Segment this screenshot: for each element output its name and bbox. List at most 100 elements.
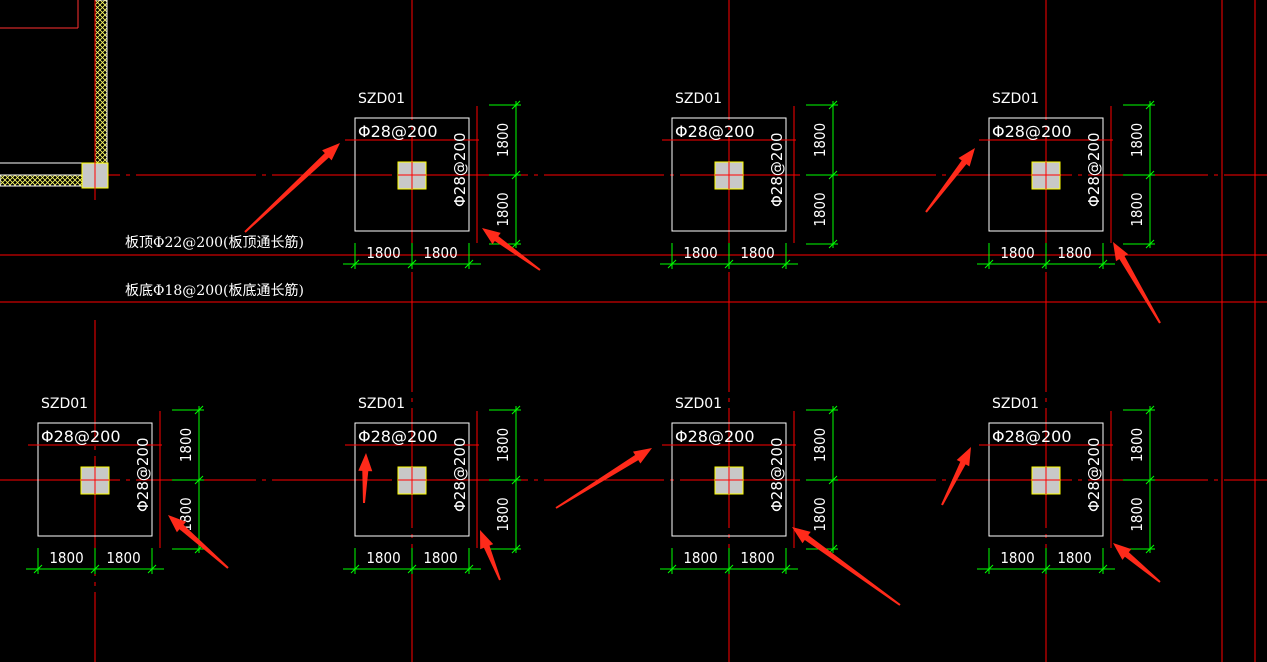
cap-outline	[37, 422, 153, 537]
dim-tick-v	[194, 405, 204, 415]
dim-tick-h	[781, 259, 791, 269]
dim-tick-h	[724, 564, 734, 574]
dim-tick-h	[1041, 259, 1051, 269]
cap-outline	[354, 422, 470, 537]
dim-tick-v	[1145, 239, 1155, 249]
cap-outline	[354, 117, 470, 232]
dim-label-bottom: 1800	[494, 192, 512, 226]
dim-tick-v	[511, 544, 521, 554]
dim-tick-v	[828, 239, 838, 249]
cap-outline	[671, 117, 787, 232]
annotation-arrows	[168, 143, 1161, 606]
dim-tick-v	[511, 405, 521, 415]
cap-outline	[988, 117, 1104, 232]
cap-rebar-h-label: Φ28@200	[41, 427, 121, 446]
dim-label-left: 1800	[683, 244, 717, 262]
dim-label-bottom: 1800	[1128, 192, 1146, 226]
dim-tick-v	[828, 170, 838, 180]
cap-rebar-v-label: Φ28@200	[768, 132, 786, 207]
dim-label-right: 1800	[740, 244, 774, 262]
dim-tick-h	[407, 564, 417, 574]
dim-label-left: 1800	[1000, 244, 1034, 262]
dim-label-top: 1800	[494, 123, 512, 157]
dim-label-top: 1800	[811, 428, 829, 462]
dim-label-right: 1800	[423, 244, 457, 262]
dim-tick-h	[667, 564, 677, 574]
cap-rebar-v-label: Φ28@200	[451, 132, 469, 207]
cap-rebar-v-label: Φ28@200	[768, 437, 786, 512]
dim-tick-h	[33, 564, 43, 574]
cap-rebar-v-label: Φ28@200	[134, 437, 152, 512]
dim-label-right: 1800	[740, 549, 774, 567]
callout-arrow	[555, 448, 652, 509]
dim-tick-v	[828, 100, 838, 110]
dim-tick-v	[511, 170, 521, 180]
dim-label-right: 1800	[106, 549, 140, 567]
dim-tick-h	[781, 564, 791, 574]
dim-tick-h	[464, 259, 474, 269]
callout-arrow	[482, 228, 541, 271]
cap-rebar-h-label: Φ28@200	[358, 122, 438, 141]
cap-rebar-v-label: Φ28@200	[1085, 132, 1103, 207]
dim-tick-h	[147, 564, 157, 574]
dim-tick-h	[1098, 564, 1108, 574]
dim-label-bottom: 1800	[811, 192, 829, 226]
cap-rebar-v-label: Φ28@200	[451, 437, 469, 512]
dim-label-top: 1800	[177, 428, 195, 462]
dim-tick-h	[90, 564, 100, 574]
callout-arrow	[925, 148, 975, 213]
dim-tick-h	[407, 259, 417, 269]
top-rebar-note: 板顶Φ22@200(板顶通长筋)	[125, 234, 304, 251]
dim-label-left: 1800	[683, 549, 717, 567]
dim-tick-v	[1145, 405, 1155, 415]
cap-name-label: SZD01	[41, 396, 88, 412]
dim-label-top: 1800	[811, 123, 829, 157]
bottom-rebar-note: 板底Φ18@200(板底通长筋)	[125, 282, 304, 299]
dim-tick-h	[350, 259, 360, 269]
cap-name-label: SZD01	[358, 396, 405, 412]
dim-tick-v	[511, 475, 521, 485]
dim-label-bottom: 1800	[811, 497, 829, 531]
dim-tick-v	[511, 100, 521, 110]
dim-tick-h	[350, 564, 360, 574]
callout-arrow	[792, 527, 901, 606]
cap-name-label: SZD01	[675, 91, 722, 107]
cap-rebar-v-label: Φ28@200	[1085, 437, 1103, 512]
callout-arrow	[1113, 242, 1161, 324]
wall-element	[0, 0, 109, 200]
cap-name-label: SZD01	[358, 91, 405, 107]
dim-tick-h	[724, 259, 734, 269]
dim-tick-h	[464, 564, 474, 574]
dim-label-right: 1800	[1057, 549, 1091, 567]
cap-name-label: SZD01	[675, 396, 722, 412]
dim-label-top: 1800	[494, 428, 512, 462]
dim-tick-h	[1098, 259, 1108, 269]
cap-rebar-h-label: Φ28@200	[992, 122, 1072, 141]
cap-rebar-h-label: Φ28@200	[992, 427, 1072, 446]
dim-tick-v	[828, 405, 838, 415]
dim-label-left: 1800	[49, 549, 83, 567]
callout-arrow	[1113, 543, 1161, 583]
dim-tick-h	[1041, 564, 1051, 574]
wall-hatch-horizontal	[0, 174, 83, 187]
dim-tick-v	[828, 475, 838, 485]
cap-name-label: SZD01	[992, 91, 1039, 107]
cap-rebar-h-label: Φ28@200	[675, 122, 755, 141]
dim-tick-v	[1145, 170, 1155, 180]
dim-label-left: 1800	[1000, 549, 1034, 567]
dim-label-top: 1800	[1128, 123, 1146, 157]
callout-arrow	[480, 530, 501, 581]
dim-tick-v	[511, 239, 521, 249]
cap-outline	[671, 422, 787, 537]
dim-tick-v	[1145, 475, 1155, 485]
cap-outline	[988, 422, 1104, 537]
dim-label-right: 1800	[423, 549, 457, 567]
